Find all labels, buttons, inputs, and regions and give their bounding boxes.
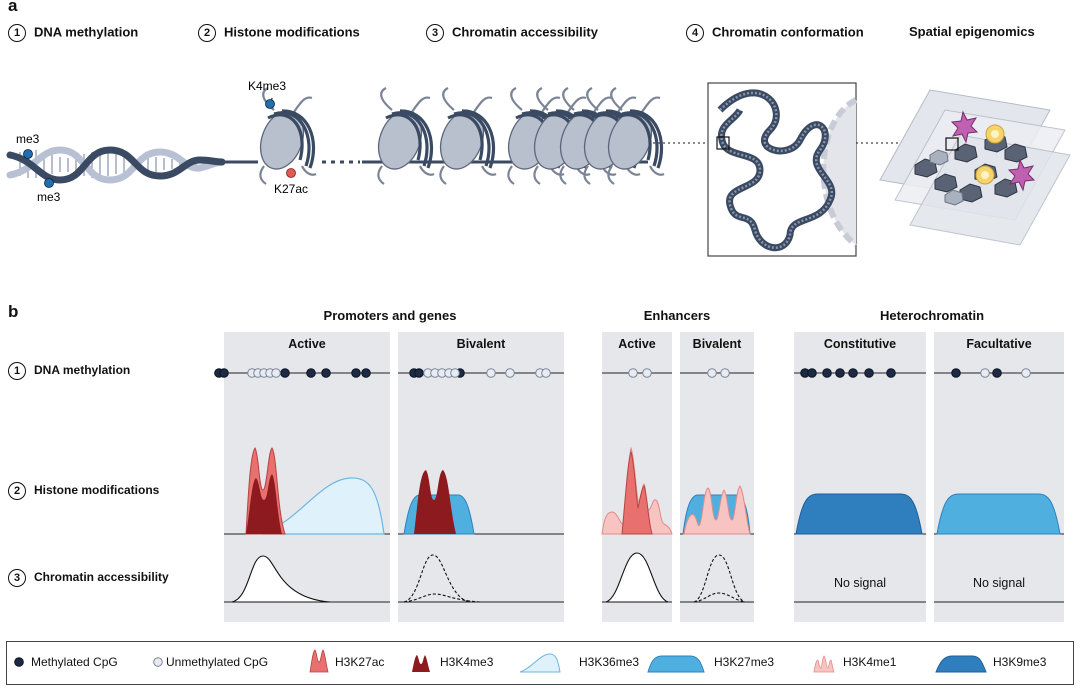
row-number: 1 [8,362,26,380]
row-number: 3 [8,569,26,587]
legend-h3k9me3: H3K9me3 [993,655,1047,669]
methyl-mark-icon [23,149,33,159]
row-label: DNA methylation [34,363,131,378]
legend-h3k36me3: H3K36me3 [579,655,640,669]
row-histone-modifications: 2 Histone modifications [8,482,159,500]
section-histone-modifications: 2 Histone modifications [198,24,360,42]
no-signal-label: No signal [972,576,1026,590]
group-enhancers: Enhancers [643,308,711,323]
methyl-mark-icon [265,99,275,109]
legend-unmethylated-cpg: Unmethylated CpG [166,655,269,669]
nucleosome-marked [251,86,318,186]
column-header: Bivalent [456,337,506,351]
legend-h3k4me3: H3K4me3 [440,655,494,669]
section-chromatin-accessibility: 3 Chromatin accessibility [426,24,598,42]
k27ac-label: K27ac [274,182,308,196]
row-chromatin-accessibility: 3 Chromatin accessibility [8,569,169,587]
me3-label: me3 [16,132,40,146]
legend: Methylated CpG Unmethylated CpG H3K27ac … [6,641,1074,685]
section-number: 2 [198,24,216,42]
section-number: 3 [426,24,444,42]
row-number: 2 [8,482,26,500]
row-label: Chromatin accessibility [34,570,169,585]
section-number: 1 [8,24,26,42]
column-header: Active [288,337,326,351]
section-chromatin-conformation: 4 Chromatin conformation [686,24,864,42]
panel-b-letter: b [8,302,19,321]
column-header: Facultative [966,337,1032,351]
legend-h3k27me3: H3K27me3 [714,655,775,669]
acetyl-mark-icon [286,168,296,178]
row-label: Histone modifications [34,483,160,498]
section-dna-methylation: 1 DNA methylation [8,24,138,42]
legend-methylated-cpg: Methylated CpG [31,655,118,669]
panel-a-illustration: me3 me3 K4me3 K27ac [6,79,1071,257]
section-spatial-epigenomics: Spatial epigenomics [909,24,1035,39]
group-heterochromatin: Heterochromatin [879,308,985,323]
k4me3-label: K4me3 [248,79,286,93]
tissue-section [879,89,1071,246]
section-title: Histone modifications [224,24,360,40]
no-signal-label: No signal [833,576,887,590]
column-header: Active [618,337,656,351]
column-header: Bivalent [692,337,742,351]
legend-h3k27ac: H3K27ac [335,655,385,669]
panel-a-letter: a [8,0,18,15]
dna-helix [6,146,226,184]
cpg-dots [214,368,1031,378]
section-title: Chromatin accessibility [452,24,598,40]
nucleosome-array [369,86,666,186]
methyl-mark-icon [44,178,54,188]
section-number: 4 [686,24,704,42]
nucleus-box [707,82,858,257]
me3-label: me3 [37,190,61,204]
row-dna-methylation: 1 DNA methylation [8,362,130,380]
legend-h3k4me1: H3K4me1 [843,655,897,669]
accessibility-tracks [231,552,746,603]
column-header: Constitutive [823,337,897,351]
section-title: DNA methylation [34,24,139,40]
histone-tracks [245,446,1061,535]
group-promoters-genes: Promoters and genes [323,308,457,323]
section-title: Chromatin conformation [712,24,864,40]
